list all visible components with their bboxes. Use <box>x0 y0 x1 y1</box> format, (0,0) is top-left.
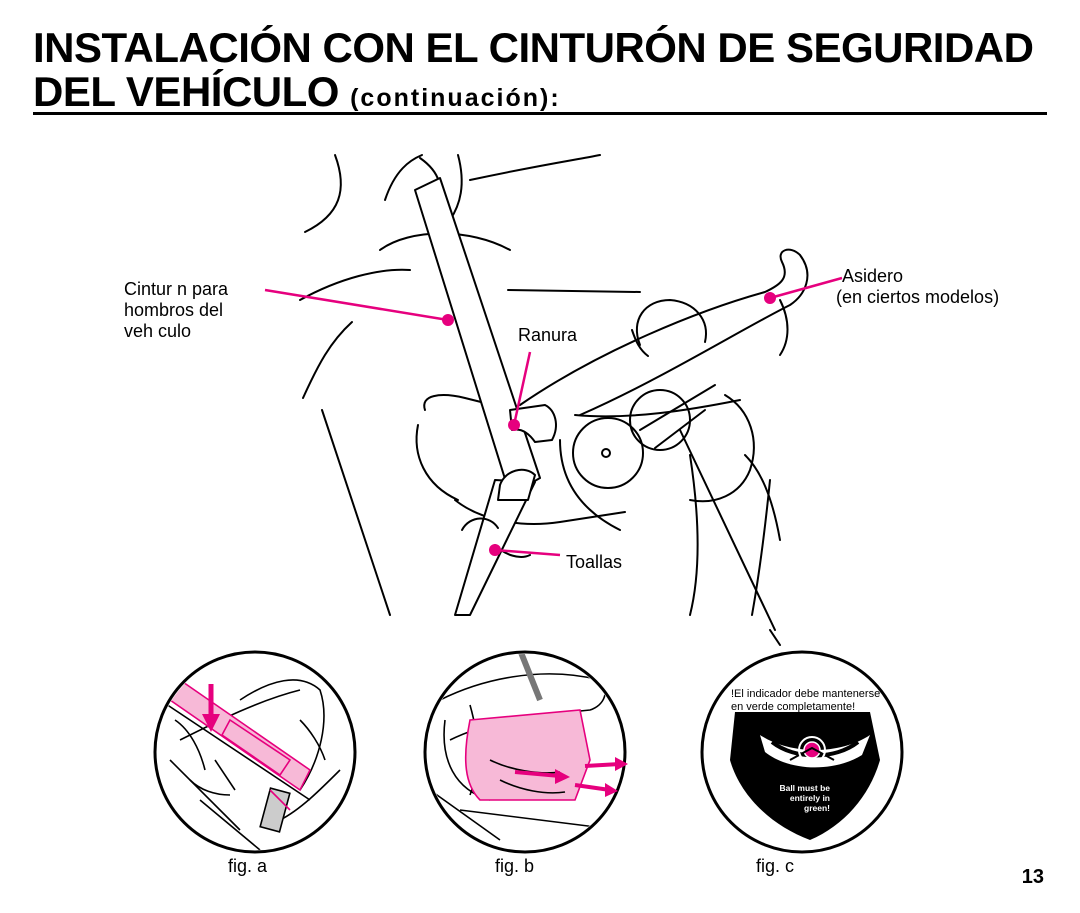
carrier-shell <box>423 394 506 411</box>
shoulder-belt-callout <box>264 288 449 322</box>
indicator-warning-es-line-1: !El indicador debe mantenerse <box>731 688 881 700</box>
slot-label: Ranura <box>518 325 578 345</box>
baby-head <box>635 299 707 346</box>
shoulder-belt-label: Cintur n para hombros del veh culo <box>124 279 228 342</box>
fig-b-detail <box>423 650 628 854</box>
seat-outline <box>304 154 342 233</box>
handle-label: Asidero (en ciertos modelos) <box>836 266 999 308</box>
shoulder-belt-label-line-2: hombros del <box>124 300 224 320</box>
title-line-2-main: DEL VEHÍCULO <box>33 68 339 115</box>
towels-dot <box>489 544 501 556</box>
shoulder-belt-label-line-1: Cintur n para <box>124 279 229 299</box>
fig-a-caption: fig. a <box>228 856 268 876</box>
towels-callout <box>494 548 561 557</box>
title-suffix: (continuación): <box>350 84 561 112</box>
fig-b-arrow-1 <box>514 770 561 778</box>
towels-label: Toallas <box>566 552 623 572</box>
handle-label-line-2: (en ciertos modelos) <box>836 287 1000 307</box>
fig-c-leader <box>679 429 776 631</box>
handle-pivot <box>572 417 644 489</box>
page-title: INSTALACIÓN CON EL CINTURÓN DE SEGURIDAD… <box>33 24 1034 120</box>
title-line-2: DEL VEHÍCULO (continuación): <box>33 70 1033 120</box>
page-number: 13 <box>1021 866 1044 888</box>
title-line-1: INSTALACIÓN CON EL CINTURÓN DE SEGURIDAD <box>33 24 1034 71</box>
title-rule <box>33 112 1047 115</box>
handle-label-line-1: Asidero <box>842 266 904 286</box>
indicator-warning-en-line-2: entirely in <box>789 793 830 803</box>
slot-callout <box>512 351 532 426</box>
indicator-warning-es: !El indicador debe mantenerse en verde c… <box>731 688 880 714</box>
handle-dot <box>764 292 776 304</box>
fig-b-arrow-3 <box>574 783 611 792</box>
indicator-warning-en-line-3: green! <box>804 803 830 813</box>
carry-handle <box>519 248 809 416</box>
shoulder-belt-strap <box>414 177 541 496</box>
fig-b-pink-towel <box>464 709 591 801</box>
fig-c-caption: fig. c <box>756 856 795 876</box>
indicator-warning-es-line-2: en verde completamente! <box>731 701 856 713</box>
seat-headrest <box>384 154 423 201</box>
handle-callout <box>769 276 843 300</box>
shoulder-belt-dot <box>442 314 454 326</box>
fig-c-indicator <box>700 650 904 854</box>
indicator-warning-en: Ball must be entirely in green! <box>770 783 830 813</box>
slot-dot <box>508 419 520 431</box>
indicator-ball <box>803 741 821 759</box>
fig-a-detail <box>153 650 357 854</box>
shoulder-belt-label-line-3: veh culo <box>124 321 192 341</box>
fig-b-caption: fig. b <box>495 856 535 876</box>
fig-b-arrow-2 <box>584 762 621 768</box>
indicator-warning-en-line-1: Ball must be <box>779 783 830 793</box>
